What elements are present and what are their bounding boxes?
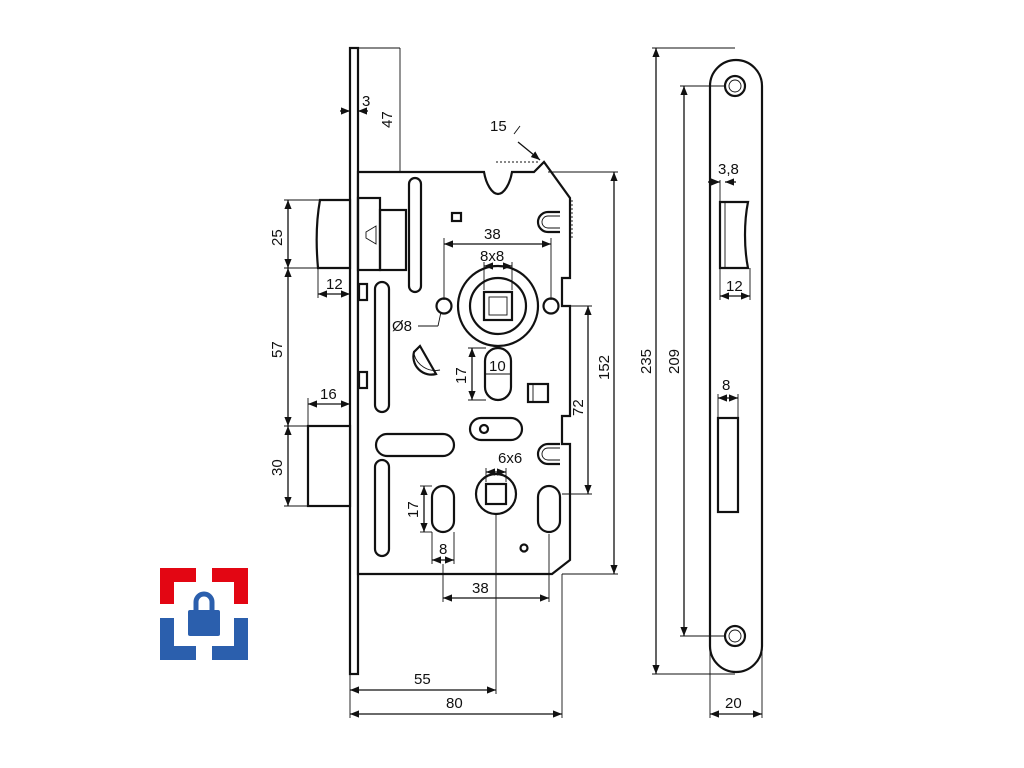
- dim-slot-height-bottom: 17: [405, 501, 422, 518]
- dim-center-distance: 72: [570, 399, 587, 416]
- dim-slot-width-bottom: 8: [439, 541, 447, 558]
- slot-vertical-1: [407, 176, 423, 294]
- faceplate-front-view: [708, 58, 764, 674]
- dim-faceplate-length: 235: [638, 349, 655, 374]
- dim-lower-square: 6x6: [498, 450, 522, 467]
- lock-side-view: [306, 46, 573, 676]
- padlock-body: [188, 610, 220, 636]
- dim-spindle-center-top: 38: [484, 226, 501, 243]
- logo-red-corner-right: [212, 568, 248, 604]
- latch-spring: [365, 225, 377, 245]
- small-box: [526, 382, 550, 404]
- logo-blue-corner-right: [212, 618, 248, 660]
- dim-latch-height: 25: [269, 229, 286, 246]
- dim-hole-diameter: Ø8: [392, 318, 412, 335]
- guide-loop-bottom-inner: [541, 447, 560, 461]
- guide-loop-top-inner: [541, 215, 560, 229]
- faceplate-side: [348, 46, 360, 676]
- faceplate-dimensions: 235 209 3,8 12 8 20: [638, 47, 763, 718]
- cam-half-moon: [412, 344, 438, 376]
- spindle-square-hole: [482, 290, 514, 322]
- slot-vertical-2: [373, 280, 391, 414]
- dim-faceplate-width: 20: [725, 695, 742, 712]
- dim-spindle-square: 8x8: [480, 248, 504, 265]
- dim-faceplate-thickness: 3: [362, 93, 370, 110]
- guide-loop-bottom: [536, 442, 560, 466]
- dim-backset-offset: 47: [379, 111, 396, 128]
- slot-bottom-right: [536, 484, 562, 534]
- dim-bolt-hole-width: 8: [722, 377, 730, 394]
- dim-case-height: 152: [596, 355, 613, 380]
- dim-latch-to-bolt: 57: [269, 341, 286, 358]
- padlock-icon: [193, 591, 215, 612]
- guide-loop-top: [536, 210, 560, 234]
- latch-bolt: [315, 198, 352, 270]
- brand-logo: [160, 568, 248, 660]
- dim-hole-spacing-bottom: 38: [472, 580, 489, 597]
- clip-middle: [357, 370, 369, 390]
- bolt-opening: [716, 416, 740, 514]
- slot-bottom-left: [430, 484, 456, 534]
- dim-screw-spacing: 209: [666, 349, 683, 374]
- cam-half-moon-arc: [413, 353, 441, 371]
- dim-bolt-projection: 16: [320, 386, 337, 403]
- dead-bolt: [306, 424, 352, 508]
- dim-slot-height-top: 17: [453, 367, 470, 384]
- side-view-dimensions: 3 47 15 38 8x8 Ø8 17 10 25: [269, 47, 618, 718]
- dim-bolt-height: 30: [269, 459, 286, 476]
- spindle-square-inner: [488, 296, 508, 316]
- dim-latch-hole-offset: 3,8: [718, 161, 739, 178]
- lock-case-outline: [356, 160, 572, 576]
- logo-red-corner-left: [160, 568, 196, 604]
- logo-blue-corner-left: [160, 618, 196, 660]
- dim-slot-width-top: 10: [489, 358, 506, 375]
- slot-horizontal-left: [374, 432, 456, 458]
- latch-guide: [378, 208, 408, 272]
- dim-case-depth: 80: [446, 695, 463, 712]
- screw-hole-bottom-inner: [728, 629, 742, 643]
- rivet: [478, 423, 490, 435]
- small-hole: [519, 543, 529, 553]
- lower-spindle-square: [484, 482, 508, 506]
- slot-horizontal-top: [468, 416, 524, 442]
- dim-backset: 55: [414, 671, 431, 688]
- spindle-hub-inner: [468, 276, 528, 336]
- slot-vertical-3: [373, 458, 391, 558]
- dim-chamfer: 15: [490, 118, 507, 135]
- faceplate-front: [708, 58, 764, 674]
- dim-latch-projection: 12: [326, 276, 343, 293]
- dim-latch-hole-width: 12: [726, 278, 743, 295]
- clip-top: [357, 282, 369, 302]
- screw-hole-top-inner: [728, 79, 742, 93]
- latch-opening: [718, 200, 750, 270]
- marker-square: [450, 211, 463, 223]
